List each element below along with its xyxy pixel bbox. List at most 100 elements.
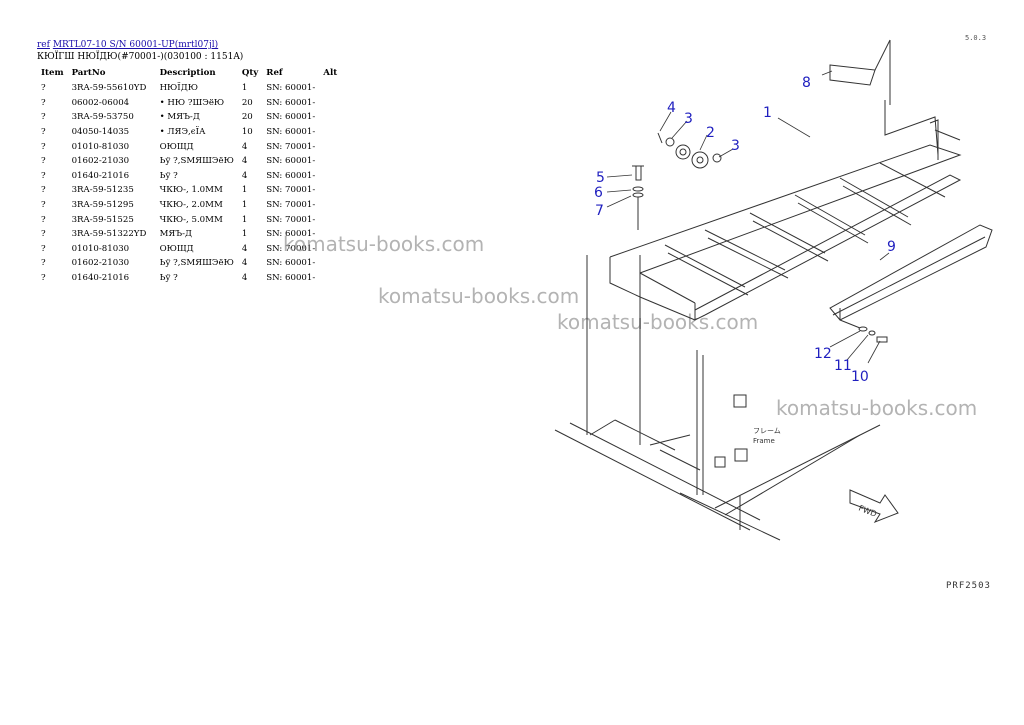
cell-ref: SN: 60001-	[266, 170, 316, 181]
table-row: ? 01602-21030 Ьў ?,SМЯШЭёЮ 4 SN: 60001-	[37, 154, 341, 169]
cell-ref: SN: 60001-	[266, 273, 316, 284]
corner-code: 5.0.3	[965, 34, 986, 42]
exploded-parts-diagram: 1 2 3 3 4 5 6 7 8 9 10 11 12 フレーム Frame …	[554, 34, 993, 541]
cell-partno: 01010-81030	[71, 243, 130, 254]
cell-description: Ьў ?,SМЯШЭёЮ	[159, 258, 234, 269]
parts-table: Item PartNo Description Qty Ref Alt ? 3RA…	[37, 66, 341, 285]
cell-item: ?	[41, 112, 46, 123]
frame-label-jp: フレーム	[753, 427, 781, 435]
ref-link[interactable]: ref	[37, 40, 50, 50]
cell-ref: SN: 70001-	[266, 141, 316, 152]
cell-qty: 4	[241, 170, 248, 181]
cell-qty: 4	[241, 156, 248, 167]
cell-item: ?	[41, 273, 46, 284]
cell-qty: 4	[241, 243, 248, 254]
cell-partno: 01640-21016	[71, 273, 130, 284]
cell-qty: 1	[241, 200, 248, 211]
table-header-row: Item PartNo Description Qty Ref Alt	[37, 66, 341, 81]
column-header-item: Item	[41, 68, 64, 78]
cell-description: Ьў ?,SМЯШЭёЮ	[159, 156, 234, 167]
cell-partno: 01010-81030	[71, 141, 130, 152]
cell-alt	[319, 96, 341, 111]
table-row: ? 01010-81030 ОЮЩД 4 SN: 70001-	[37, 242, 341, 257]
model-link[interactable]: MRTL07-10 S/N 60001-UP(mrtl07jl)	[52, 40, 219, 50]
cell-partno: 3RA-59-51235	[71, 185, 134, 196]
cell-qty: 1	[241, 214, 248, 225]
callout-11: 11	[834, 358, 852, 374]
cell-alt	[319, 183, 341, 198]
watermark: komatsu-books.com	[557, 310, 759, 334]
cell-qty: 4	[241, 273, 248, 284]
cell-ref: SN: 60001-	[266, 229, 316, 240]
callout-8: 8	[802, 75, 811, 91]
column-header-qty: Qty	[241, 68, 259, 78]
cell-description: МЯЪ-Д	[159, 229, 193, 240]
column-header-ref: Ref	[266, 68, 283, 78]
cell-item: ?	[41, 170, 46, 181]
cell-description: ЧКЮ-, 2.0ММ	[159, 200, 223, 211]
callout-12: 12	[814, 346, 832, 362]
callout-3: 3	[684, 111, 693, 127]
cell-description: ЧКЮ-, 1.0ММ	[159, 185, 223, 196]
cell-ref: SN: 60001-	[266, 127, 316, 138]
callout-7: 7	[595, 203, 604, 219]
cell-ref: SN: 60001-	[266, 112, 316, 123]
page-title: КЮЇГШ НЮЇДЮ(#70001-)(030100 : 1151A)	[37, 52, 244, 62]
figure-code: PRF2503	[946, 581, 991, 591]
cell-partno: 04050-14035	[71, 127, 130, 138]
cell-ref: SN: 60001-	[266, 156, 316, 167]
cell-item: ?	[41, 229, 46, 240]
cell-alt	[319, 169, 341, 184]
cell-description: • НЮ ?ШЭёЮ	[159, 97, 225, 108]
callout-6: 6	[594, 185, 603, 201]
cell-alt	[319, 125, 341, 140]
cell-qty: 10	[241, 127, 253, 138]
cell-item: ?	[41, 243, 46, 254]
callout-1: 1	[763, 105, 772, 121]
cell-description: ОЮЩД	[159, 141, 194, 152]
cell-item: ?	[41, 200, 46, 211]
cell-partno: 3RA-59-55610YD	[71, 83, 147, 94]
cell-alt	[319, 212, 341, 227]
callout-10: 10	[851, 369, 869, 385]
cell-partno: 01602-21030	[71, 156, 130, 167]
cell-partno: 3RA-59-51322YD	[71, 229, 147, 240]
cell-partno: 01602-21030	[71, 258, 130, 269]
cell-item: ?	[41, 83, 46, 94]
cell-partno: 3RA-59-53750	[71, 112, 134, 123]
callout-5: 5	[596, 170, 605, 186]
cell-alt	[319, 256, 341, 271]
column-header-alt: Alt	[323, 68, 338, 78]
callout-3: 3	[731, 138, 740, 154]
cell-description: ОЮЩД	[159, 243, 194, 254]
cell-item: ?	[41, 97, 46, 108]
cell-description: НЮЇДЮ	[159, 83, 198, 94]
cell-qty: 20	[241, 112, 253, 123]
cell-alt	[319, 139, 341, 154]
cell-ref: SN: 70001-	[266, 200, 316, 211]
cell-alt	[319, 154, 341, 169]
frame-label-en: Frame	[753, 437, 775, 445]
cell-alt	[319, 81, 341, 96]
callout-9: 9	[887, 239, 896, 255]
cell-item: ?	[41, 258, 46, 269]
watermark: komatsu-books.com	[776, 396, 978, 420]
cell-ref: SN: 70001-	[266, 214, 316, 225]
cell-item: ?	[41, 156, 46, 167]
cell-item: ?	[41, 127, 46, 138]
cell-alt	[319, 198, 341, 213]
callout-2: 2	[706, 125, 715, 141]
column-header-partno: PartNo	[71, 68, 106, 78]
cell-ref: SN: 70001-	[266, 243, 316, 254]
cell-ref: SN: 60001-	[266, 258, 316, 269]
column-header-description: Description	[159, 68, 216, 78]
